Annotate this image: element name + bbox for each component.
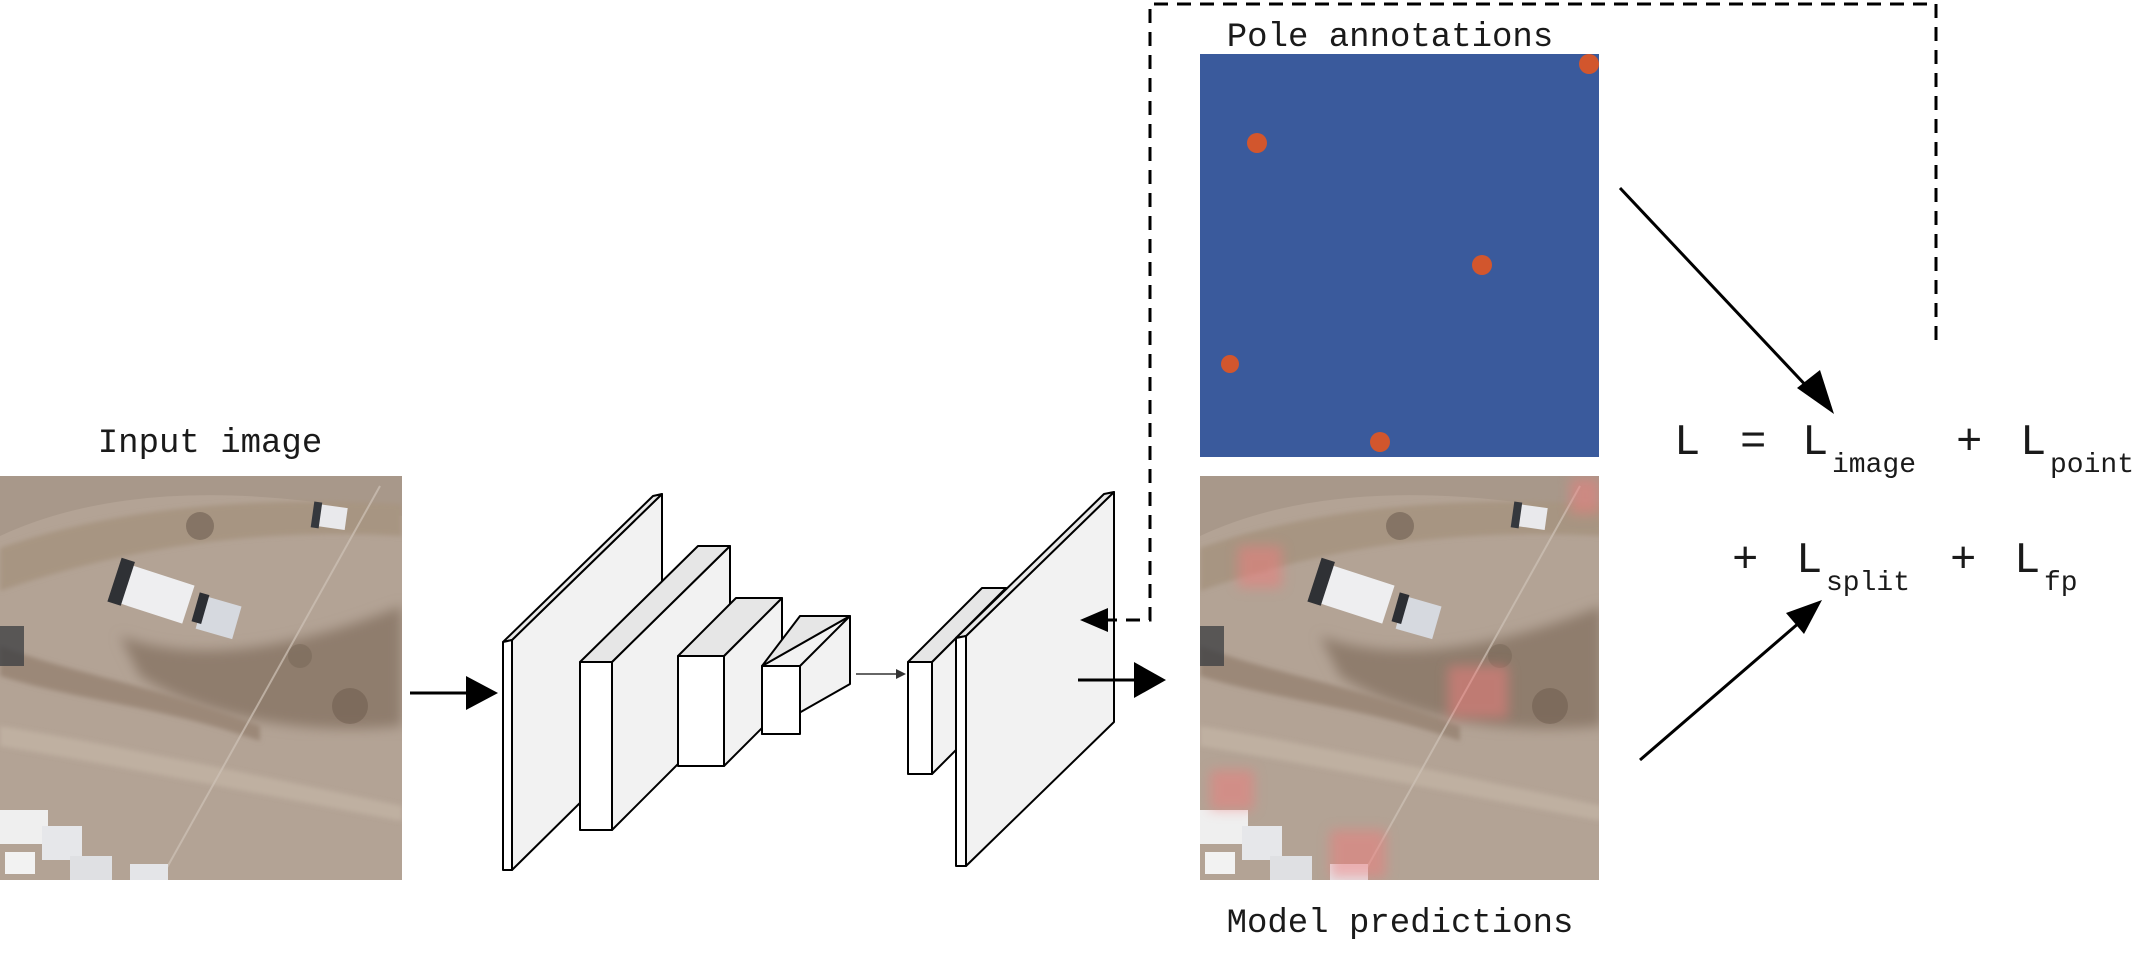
model-predictions-label: Model predictions [1227,905,1574,943]
input-image-label: Input image [98,425,322,463]
pole-marker [1472,255,1492,275]
pole-marker [1579,54,1599,74]
plus-sign: + [1956,418,1982,468]
bottleneck-arrow-head [896,669,906,679]
pole-annotations-label: Pole annotations [1227,19,1553,57]
prediction-to-loss-arrow-head [1786,600,1822,634]
loss-image-symbol: L [1802,418,1828,468]
loss-point-subscript: point [2050,450,2134,481]
plus-sign: + [1732,536,1758,586]
decoder-layer [955,491,1115,867]
loss-fp-subscript: fp [2044,568,2078,599]
feedback-dashed-path [1096,2,1938,622]
pole-annotations-map [1200,54,1599,457]
input-image [0,476,402,882]
prediction-highlight [1570,478,1599,514]
output-arrow-head [1134,662,1166,698]
pole-marker [1221,355,1239,373]
plus-sign: + [1950,536,1976,586]
loss-split-symbol: L [1796,536,1822,586]
model-predictions-image [1200,476,1599,882]
loss-equation-line1: L = L image + L point [1674,418,2134,481]
annotation-to-loss-arrow-head [1797,370,1834,414]
equals-sign: = [1740,418,1766,468]
loss-split-subscript: split [1826,568,1910,599]
loss-equation-line2: + L split + L fp [1732,536,2078,599]
prediction-highlight [1448,666,1508,718]
encoder-layer [677,597,783,767]
loss-total: L [1674,418,1700,468]
encoder-layer [761,615,851,735]
prediction-highlight [1330,830,1386,878]
prediction-to-loss-arrow [1639,620,1801,762]
loss-point-symbol: L [2020,418,2046,468]
prediction-highlight [1210,770,1254,810]
network-decoder [907,491,1115,867]
pole-marker [1247,133,1267,153]
annotation-to-loss-arrow [1618,186,1814,394]
feedback-arrow-head [1080,608,1108,632]
loss-image-subscript: image [1832,450,1916,481]
prediction-highlight [1238,546,1282,588]
encoder-layer [579,545,731,831]
pole-marker [1370,432,1390,452]
network-encoder [502,493,851,871]
input-arrow-head [466,676,498,710]
loss-fp-symbol: L [2014,536,2040,586]
